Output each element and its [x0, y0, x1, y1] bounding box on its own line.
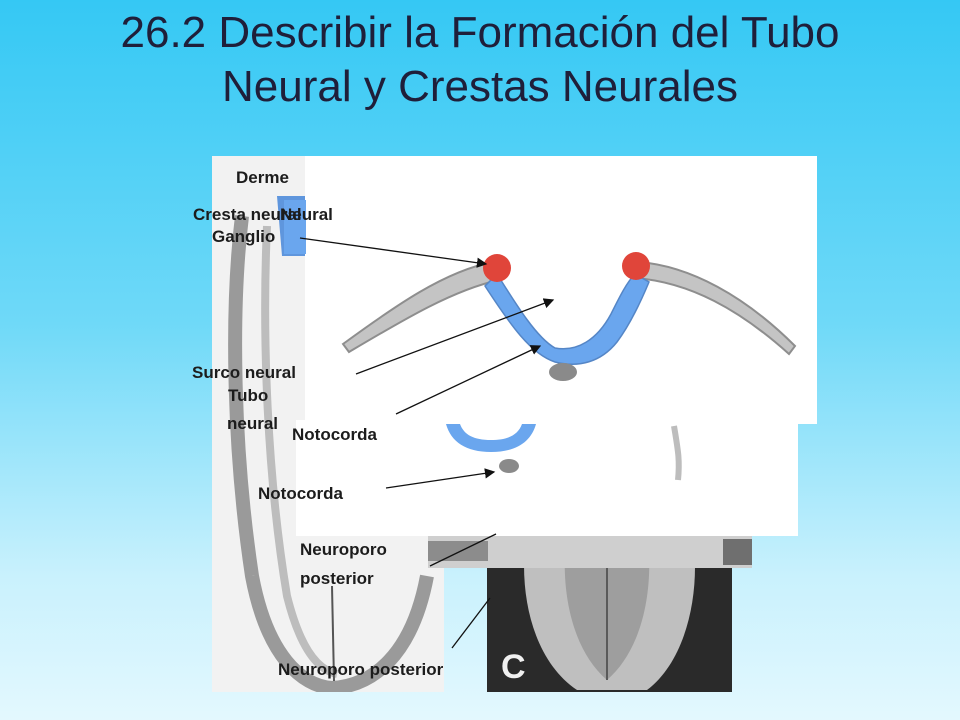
slide-title: 26.2 Describir la Formación del Tubo Neu… — [0, 6, 960, 114]
label-cresta-neural: Cresta neural — [193, 205, 302, 224]
label-neural: neural — [227, 414, 279, 433]
label-neuroporo: Neuroporo — [300, 540, 387, 559]
label-derme: Derme — [236, 168, 289, 187]
title-line-1: 26.2 Describir la Formación del Tubo — [120, 8, 840, 57]
neural-crest-left — [483, 254, 511, 282]
leader-line-neuroporo-posterior — [451, 597, 491, 649]
title-line-2: Neural y Crestas Neurales — [222, 62, 738, 111]
label-posterior: posterior — [300, 569, 374, 588]
neuropore-strip-drawing — [428, 539, 752, 565]
label-notocorda-lower: Notocorda — [258, 484, 343, 503]
strip-dark-band-right — [723, 539, 752, 565]
neuropore-strip-panel — [428, 535, 752, 568]
label-tubo: Tubo — [228, 386, 269, 405]
notochord-lower — [499, 459, 519, 473]
strip-dark-band-left — [428, 541, 488, 561]
neural-groove-cross-section-drawing — [341, 252, 797, 381]
notochord-upper — [549, 363, 577, 381]
neural-crest-right — [622, 252, 650, 280]
neural-tube-cross-section-panel — [296, 420, 798, 536]
ectoderm-edge — [671, 425, 682, 481]
embryo-outline — [228, 215, 434, 692]
neural-plate — [484, 272, 650, 365]
label-ganglio: Ganglio — [212, 227, 276, 246]
neural-tube-walls — [446, 424, 536, 452]
ectoderm-right — [633, 260, 797, 356]
panel-letter: C — [501, 648, 526, 686]
label-notocorda-upper: Notocorda — [292, 425, 377, 444]
label-surco-neural: Surco neural — [192, 363, 296, 382]
neural-tube-cross-section-drawing — [446, 424, 682, 481]
embryo-inner-fold — [261, 225, 339, 678]
neural-groove-cross-section-panel — [305, 156, 817, 424]
embryo-midline — [331, 585, 335, 682]
label-neural-overlap: Neural — [280, 205, 333, 224]
label-neuroporo-posterior: Neuroporo posterior — [278, 660, 444, 679]
ectoderm-left — [341, 260, 501, 354]
